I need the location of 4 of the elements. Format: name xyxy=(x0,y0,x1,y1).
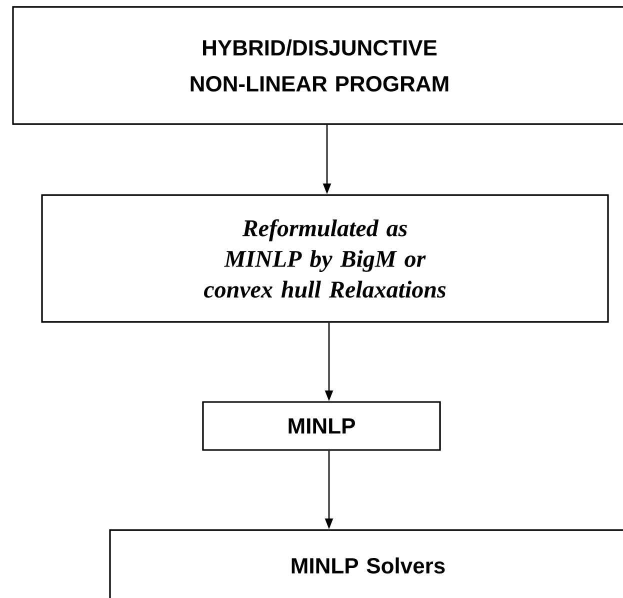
process-box: MINLP Solvers xyxy=(109,529,623,598)
process-box: MINLP xyxy=(202,401,441,451)
process-box: HYBRID/DISJUNCTIVE NON-LINEAR PROGRAM xyxy=(12,6,623,125)
process-box: Reformulated as MINLP by BigM or convex hull Relaxations xyxy=(41,194,609,323)
